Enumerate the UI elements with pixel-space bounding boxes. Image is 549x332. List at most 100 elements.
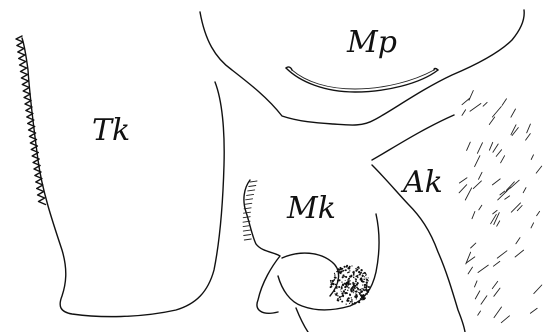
bristle-stroke bbox=[244, 212, 251, 213]
hair-stroke bbox=[501, 316, 509, 323]
bristle-stroke bbox=[244, 235, 251, 236]
stipple-dot bbox=[358, 267, 360, 269]
stipple-dot bbox=[334, 273, 335, 274]
stipple-dot bbox=[357, 269, 359, 271]
stipple-dot bbox=[340, 298, 342, 300]
hair-stroke bbox=[517, 206, 522, 211]
bristle-stroke bbox=[243, 230, 250, 231]
stipple-dot bbox=[344, 266, 346, 268]
hair-stroke bbox=[494, 288, 500, 296]
stipple-dot bbox=[355, 276, 357, 278]
stipple-dot bbox=[363, 281, 365, 283]
label-ak: Ak bbox=[400, 165, 443, 200]
stipple-dot bbox=[355, 302, 357, 304]
stipple-dot bbox=[362, 285, 363, 286]
stipple-dot bbox=[355, 295, 357, 297]
hair-stroke bbox=[478, 265, 488, 272]
mk-stipple bbox=[330, 265, 370, 306]
stipple-dot bbox=[350, 301, 352, 303]
stipple-dot bbox=[367, 291, 369, 293]
stipple-dot bbox=[342, 271, 343, 272]
hair-stroke bbox=[492, 107, 501, 118]
stipple-dot bbox=[363, 288, 365, 290]
hair-stroke bbox=[502, 99, 506, 106]
stipple-dot bbox=[337, 280, 339, 282]
stipple-dot bbox=[347, 279, 348, 280]
hair-stroke bbox=[534, 285, 542, 294]
tk-part bbox=[16, 36, 224, 317]
label-mk: Mk bbox=[286, 191, 336, 226]
hair-stroke bbox=[497, 251, 507, 258]
stipple-dot bbox=[355, 280, 357, 282]
stipple-dot bbox=[357, 288, 359, 290]
ak-outline-top bbox=[372, 115, 454, 160]
stipple-dot bbox=[348, 271, 350, 273]
stipple-dot bbox=[341, 292, 343, 294]
hair-stroke bbox=[475, 156, 480, 167]
stipple-dot bbox=[343, 290, 345, 292]
stipple-dot bbox=[349, 303, 350, 304]
hair-stroke bbox=[493, 261, 499, 266]
stipple-dot bbox=[354, 283, 355, 284]
stipple-dot bbox=[342, 294, 344, 296]
stipple-dot bbox=[349, 275, 351, 277]
stipple-dot bbox=[341, 291, 342, 292]
hair-stroke bbox=[492, 179, 500, 185]
stipple-dot bbox=[354, 287, 355, 288]
ak-part bbox=[372, 91, 542, 332]
stipple-dot bbox=[358, 274, 359, 275]
hair-stroke bbox=[530, 308, 537, 313]
hair-stroke bbox=[523, 188, 526, 193]
stipple-dot bbox=[348, 267, 350, 269]
stipple-dot bbox=[353, 286, 354, 287]
stipple-dot bbox=[341, 288, 342, 289]
hair-stroke bbox=[479, 205, 482, 210]
hair-stroke bbox=[531, 223, 534, 228]
stipple-dot bbox=[340, 296, 341, 297]
stipple-dot bbox=[350, 283, 351, 284]
bristle-stroke bbox=[249, 186, 256, 187]
stipple-dot bbox=[353, 277, 355, 279]
stipple-dot bbox=[357, 282, 359, 284]
stipple-dot bbox=[335, 293, 336, 294]
stipple-dot bbox=[365, 284, 367, 286]
stipple-dot bbox=[345, 283, 347, 285]
stipple-dot bbox=[345, 286, 346, 287]
stipple-dot bbox=[336, 271, 337, 272]
stipple-dot bbox=[342, 284, 344, 286]
bristle-stroke bbox=[245, 203, 252, 204]
stipple-dot bbox=[335, 277, 336, 278]
stipple-dot bbox=[361, 277, 362, 278]
stipple-dot bbox=[340, 267, 342, 269]
stipple-dot bbox=[342, 276, 344, 278]
hair-stroke bbox=[462, 98, 470, 104]
hair-stroke bbox=[516, 238, 520, 244]
stipple-dot bbox=[341, 286, 342, 287]
hair-stroke bbox=[475, 281, 478, 287]
stipple-dot bbox=[360, 272, 362, 274]
stipple-dot bbox=[344, 276, 345, 277]
stipple-dot bbox=[334, 275, 335, 276]
stipple-dot bbox=[361, 279, 362, 280]
hair-stroke bbox=[467, 142, 471, 150]
mp-groove-inner bbox=[292, 70, 434, 89]
stipple-dot bbox=[357, 267, 358, 268]
stipple-dot bbox=[335, 284, 336, 285]
stipple-dot bbox=[351, 265, 352, 266]
stipple-dot bbox=[349, 280, 350, 281]
stipple-dot bbox=[330, 286, 332, 288]
hair-stroke bbox=[493, 210, 497, 214]
stipple-dot bbox=[359, 289, 361, 291]
stipple-dot bbox=[351, 297, 352, 298]
hair-stroke bbox=[481, 296, 487, 305]
stipple-dot bbox=[353, 289, 354, 290]
stipple-dot bbox=[337, 299, 339, 301]
stipple-dot bbox=[364, 272, 366, 274]
bristle-stroke bbox=[250, 181, 257, 182]
stipple-dot bbox=[333, 279, 335, 281]
stipple-dot bbox=[353, 292, 354, 293]
hair-stroke bbox=[489, 142, 492, 150]
stipple-dot bbox=[358, 301, 360, 303]
stipple-dot bbox=[356, 298, 357, 299]
